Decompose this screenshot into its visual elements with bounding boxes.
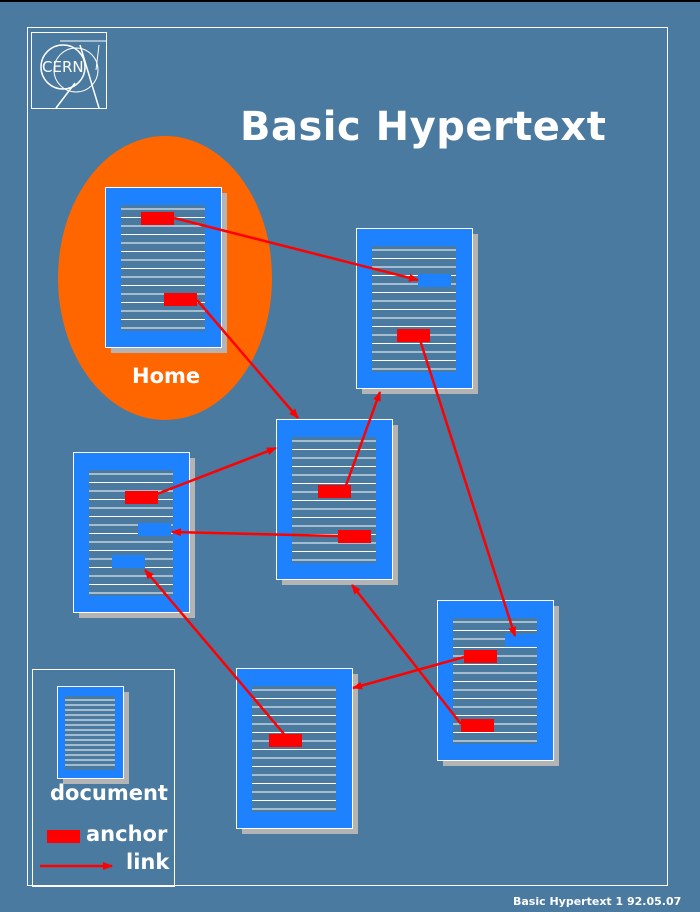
anchor (125, 491, 158, 504)
link-target (138, 523, 171, 536)
link-arrow (156, 446, 277, 496)
link-arrow (418, 339, 517, 637)
cern-logo: CERN (31, 32, 107, 109)
footer-caption: Basic Hypertext 1 92.05.07 (513, 895, 682, 908)
link-arrow (351, 584, 462, 725)
page-frame (27, 27, 668, 886)
document-home (105, 187, 227, 353)
link-arrow (173, 216, 419, 282)
link-arrow (144, 569, 285, 735)
link-arrow (171, 528, 339, 538)
link-arrow (196, 299, 299, 419)
document-legend-doc (57, 686, 129, 784)
legend-anchor-label: anchor (86, 822, 168, 846)
document-doc-2 (356, 228, 478, 394)
anchor (464, 650, 497, 663)
legend-document-label: document (50, 781, 168, 805)
document-doc-center (276, 419, 398, 585)
anchor (397, 329, 430, 342)
document-doc-left (73, 452, 195, 618)
link-target (418, 274, 451, 287)
anchor (141, 212, 174, 225)
page-title: Basic Hypertext (240, 104, 607, 150)
legend-link-label: link (126, 850, 170, 874)
legend-box (32, 669, 175, 887)
link-target (112, 555, 145, 568)
anchor (338, 530, 371, 543)
anchor (461, 719, 494, 732)
anchor (164, 293, 197, 306)
legend-anchor-swatch (47, 830, 80, 843)
link-arrow (352, 655, 465, 690)
anchor (269, 734, 302, 747)
logo-text: CERN (42, 58, 84, 76)
home-label: Home (132, 364, 201, 388)
document-doc-bottom-right (437, 600, 559, 766)
top-border (0, 0, 700, 2)
link-target (505, 634, 538, 647)
document-doc-bottom (236, 668, 358, 834)
document-text-area (65, 696, 115, 770)
link-arrow (343, 391, 382, 489)
anchor (318, 485, 351, 498)
